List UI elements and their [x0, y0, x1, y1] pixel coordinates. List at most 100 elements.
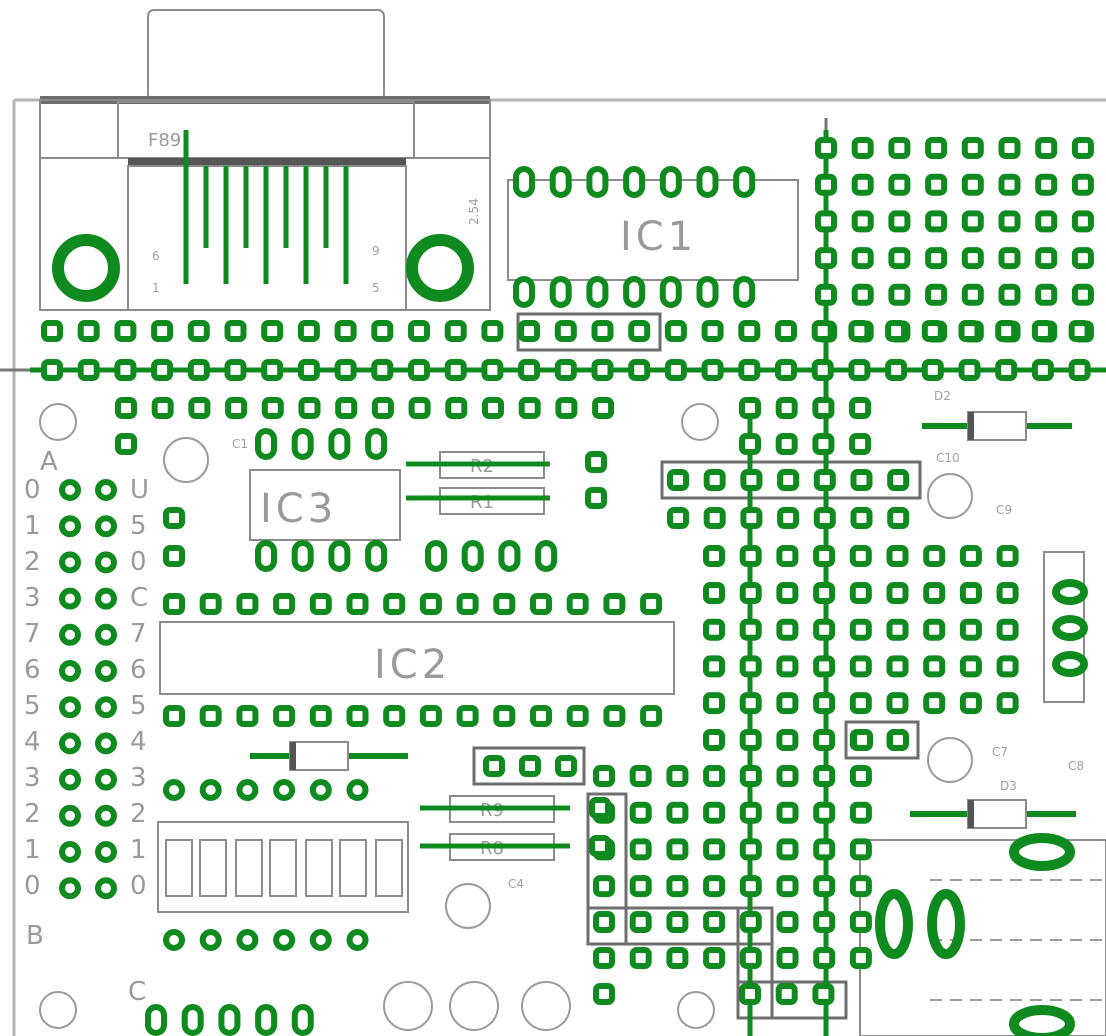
- pad: [739, 947, 762, 969]
- c1-label: C1: [232, 437, 248, 451]
- pad: [958, 359, 981, 381]
- db9-label: F89: [148, 130, 181, 151]
- pad: [261, 320, 284, 342]
- pad: [549, 166, 572, 198]
- pad: [1035, 283, 1058, 306]
- db9-connector-icon: F89 6 9 1 5: [39, 9, 491, 311]
- pad: [95, 551, 117, 574]
- pad: [703, 765, 726, 787]
- pad: [776, 838, 799, 861]
- pad: [163, 593, 185, 615]
- port-col-label-8: 3: [130, 763, 147, 793]
- pad: [555, 397, 578, 419]
- pad: [199, 929, 222, 951]
- pad: [59, 732, 81, 755]
- pad: [739, 433, 761, 455]
- pad: [886, 582, 909, 604]
- pad: [59, 623, 81, 646]
- pad: [383, 593, 406, 615]
- pad: [629, 947, 652, 969]
- pad: [1068, 359, 1091, 381]
- pad: [849, 911, 872, 933]
- pad: [775, 433, 798, 455]
- pad: [703, 655, 725, 678]
- pad: [666, 765, 689, 787]
- pad: [961, 173, 984, 196]
- pad: [59, 660, 81, 682]
- port-row-label-2: 2: [24, 547, 41, 577]
- pad: [703, 838, 726, 861]
- pad: [482, 397, 504, 419]
- pad: [887, 469, 910, 491]
- pad: [255, 1004, 278, 1036]
- pad: [59, 768, 81, 791]
- pad: [408, 397, 431, 419]
- pad: [888, 247, 911, 270]
- pad: [886, 655, 909, 678]
- pad: [775, 320, 797, 342]
- pad: [346, 929, 369, 951]
- ic2-outline: IC2: [159, 621, 675, 695]
- pad: [114, 359, 137, 381]
- pad: [187, 359, 210, 381]
- pad: [365, 540, 388, 572]
- pad: [996, 655, 1019, 678]
- pad: [666, 911, 689, 933]
- pad: [696, 276, 719, 308]
- pad: [959, 582, 982, 604]
- a-label: A: [40, 447, 58, 477]
- pad: [592, 397, 615, 419]
- pad: [959, 545, 982, 567]
- pad: [887, 507, 910, 529]
- pad: [959, 655, 982, 678]
- pad: [115, 433, 137, 455]
- pad: [738, 320, 761, 342]
- pad: [549, 276, 572, 308]
- pad: [365, 428, 388, 460]
- pad: [923, 655, 946, 678]
- pad: [586, 166, 609, 198]
- pad: [224, 359, 247, 381]
- pad: [849, 433, 872, 455]
- pad: [850, 469, 873, 491]
- pad: [554, 359, 577, 381]
- pad: [995, 359, 1018, 381]
- pad: [419, 705, 442, 727]
- pad: [666, 947, 689, 969]
- pad: [261, 397, 284, 419]
- pad: [703, 692, 725, 715]
- pad: [851, 137, 874, 159]
- pad: [273, 929, 296, 951]
- pad: [703, 729, 725, 751]
- pad: [740, 469, 763, 491]
- port-col-label-3: C: [130, 583, 148, 613]
- pad: [925, 210, 948, 233]
- pad: [923, 618, 946, 641]
- pad: [998, 210, 1021, 233]
- pad: [813, 875, 836, 898]
- pad: [456, 593, 479, 615]
- pad: [815, 210, 837, 233]
- pad: [777, 507, 800, 529]
- pad: [640, 705, 663, 727]
- ic1-label: IC1: [620, 214, 697, 260]
- pad: [703, 507, 726, 529]
- pad: [925, 247, 948, 270]
- c4-label: C4: [508, 877, 524, 891]
- pad: [703, 947, 726, 969]
- pad: [291, 540, 314, 572]
- pad: [959, 618, 982, 641]
- pad: [776, 545, 799, 567]
- ic2-label: IC2: [374, 642, 451, 688]
- pad: [849, 397, 872, 419]
- pad: [921, 320, 944, 342]
- pad: [273, 779, 296, 801]
- pad: [961, 283, 984, 306]
- pad: [776, 947, 799, 969]
- pad: [298, 397, 321, 419]
- pad: [811, 359, 834, 381]
- pad: [664, 359, 687, 381]
- pad: [849, 801, 872, 824]
- pad: [297, 359, 320, 381]
